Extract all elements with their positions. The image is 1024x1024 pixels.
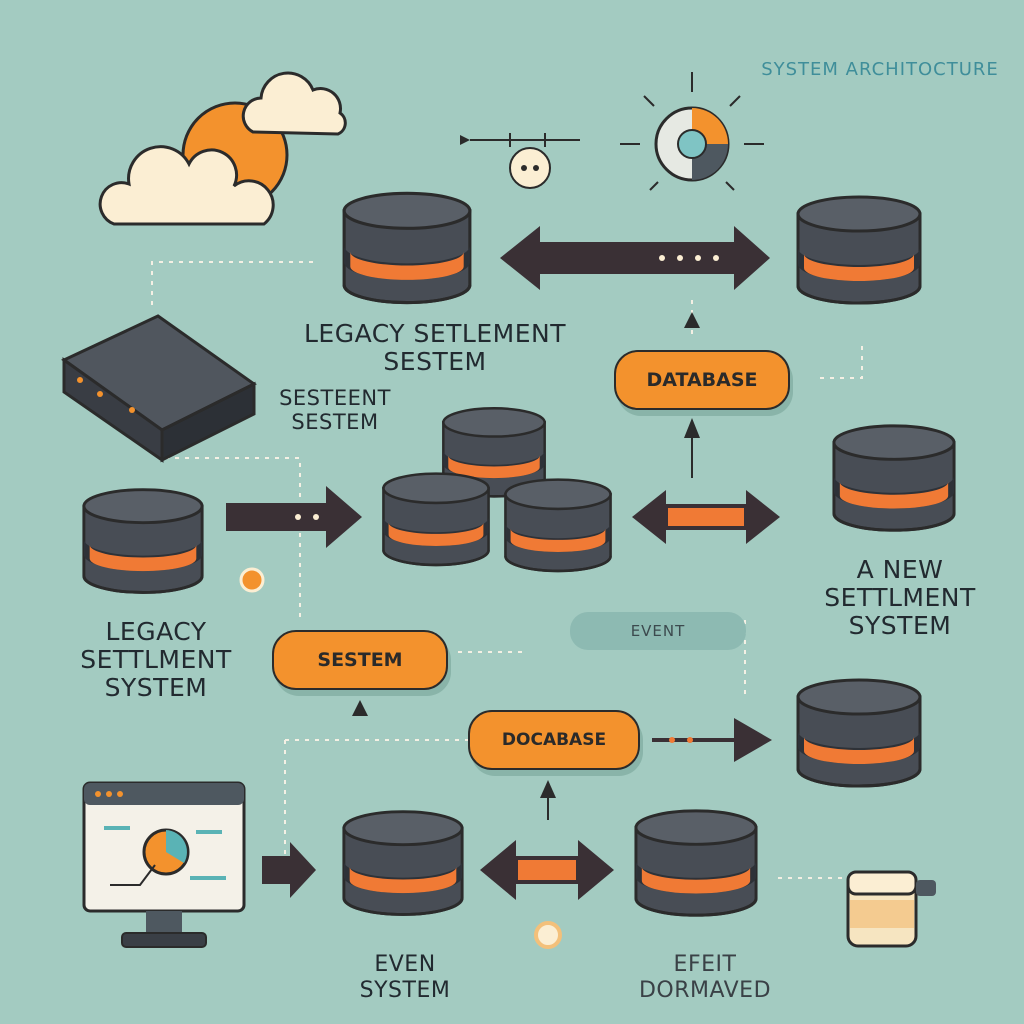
server-icon xyxy=(61,314,257,463)
status-dots xyxy=(239,567,562,949)
db-legacy-top xyxy=(342,191,472,305)
db-new-system xyxy=(832,424,956,532)
node-dot-icon xyxy=(509,147,551,189)
db-top-right xyxy=(796,195,922,305)
legacy-settlement-left-label: LEGACY SETTLMENT SYSTEM xyxy=(80,617,232,702)
monitor-icon xyxy=(82,781,246,948)
bottom-right-label: EFEIT DORMAVED xyxy=(638,952,772,1003)
db-event-system xyxy=(342,810,464,917)
db-cluster-right xyxy=(503,478,613,573)
page-title: SYSTEM ARCHITOCTURE xyxy=(761,59,999,80)
arrow-right-lower xyxy=(652,718,772,762)
connector-line-icon xyxy=(460,133,580,147)
db-bottom-right xyxy=(634,809,758,917)
db-legacy-left xyxy=(82,488,204,595)
arrow-icons xyxy=(226,226,780,900)
cloud-icon xyxy=(98,71,347,226)
gear-icon xyxy=(620,72,764,191)
jar-icon xyxy=(846,870,936,948)
db-cluster-left xyxy=(381,472,491,567)
server-caption-label: SESTEENT SESTEM xyxy=(279,386,391,434)
legacy-settlement-top-label: LEGACY SETLEMENT SESTEM xyxy=(304,319,566,376)
sestem-pill: SESTEM xyxy=(272,630,448,690)
db-middle-right xyxy=(796,678,922,788)
double-arrow-top xyxy=(500,226,770,290)
arrow-right-mid xyxy=(226,486,362,548)
database-pill: DATABASE xyxy=(614,350,790,410)
event-system-label: EVEN SYSTEM xyxy=(359,952,451,1003)
docabase-pill: DOCABASE xyxy=(468,710,640,770)
event-pill: EVENT xyxy=(570,612,746,650)
new-settlement-label: A NEW SETTLMENT SYSTEM xyxy=(824,555,976,640)
arrow-right-bottom xyxy=(262,842,316,898)
